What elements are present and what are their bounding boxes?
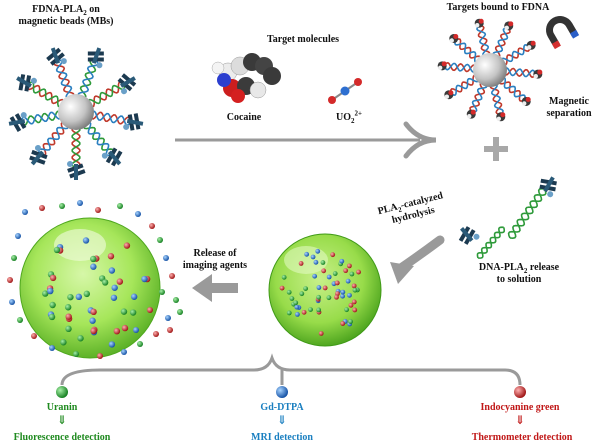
indocyanine-arrow-icon: ⇓ [514,413,526,427]
indocyanine-dot [514,386,526,398]
magnet-icon [546,16,580,50]
thermometer-label: Thermometer detection [471,432,573,443]
hydrolysis-arrow [390,235,445,284]
dna-release-label: DNA-PLA2 release to solution [478,262,560,285]
release-arrow [192,274,238,302]
uranin-dot [56,386,68,398]
uranin-label: Uranin [46,402,78,413]
binding-arrow [175,121,437,159]
uranyl-ion-icon [328,78,362,104]
uranin-arrow-icon: ⇓ [56,413,68,427]
magnetic-bead-bound [473,53,507,87]
mri-label: MRI detection [251,432,313,443]
fluorescence-label: Fluorescence detection [13,432,111,443]
targets-bound-label: Targets bound to FDNA [446,2,550,13]
uo2-label: UO22+ [336,109,362,125]
magnetic-bead [58,94,94,130]
agent-brace [60,353,522,386]
cocaine-molecule-icon [211,53,281,103]
gd-dtpa-label: Gd-DTPA [260,402,304,413]
target-molecules-label: Target molecules [266,34,340,45]
indocyanine-label: Indocyanine green [480,402,560,413]
cocaine-label: Cocaine [226,112,262,123]
imaging-agent-sphere [19,217,161,359]
hydrolysis-sphere [268,233,382,347]
released-particles [7,200,183,359]
plus-icon [484,137,508,161]
fdna-bead-complex [8,47,144,180]
fdna-label: FDNA-PLA2 on magnetic beads (MBs) [18,4,114,27]
targets-bound-complex [437,18,543,122]
gd-dtpa-dot [276,386,288,398]
gd-dtpa-arrow-icon: ⇓ [276,413,288,427]
released-dna-pla2 [458,176,557,259]
